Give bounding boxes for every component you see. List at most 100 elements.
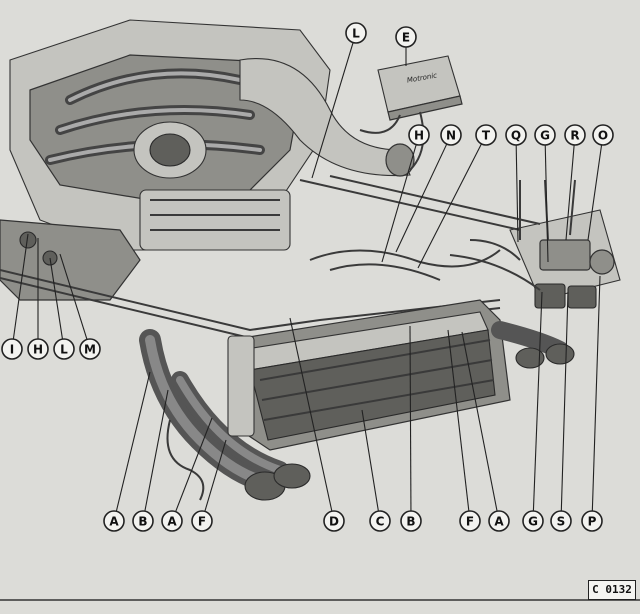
callout-circle-top-L <box>345 22 367 44</box>
leader-line-bot-B2 <box>409 325 412 512</box>
callout-left-I: I <box>1 338 23 360</box>
callout-letter-bot-B1: B <box>138 515 147 529</box>
leader-line-left-I <box>12 233 29 340</box>
callout-bot-B2: B <box>400 510 422 532</box>
ecu-module <box>359 55 463 171</box>
figure-code: C 0132 <box>588 580 636 600</box>
leader-line-top-L <box>311 42 354 179</box>
callout-circle-top-G <box>534 124 556 146</box>
leader-line-bot-F2 <box>447 329 470 512</box>
leader-line-top-R <box>565 144 575 241</box>
callout-circle-bot-D <box>323 510 345 532</box>
callout-top-E: E <box>395 26 417 48</box>
callout-circle-top-E <box>395 26 417 48</box>
callout-top-L: L <box>345 22 367 44</box>
callout-circle-top-H <box>408 124 430 146</box>
leader-line-bot-A1 <box>115 371 151 512</box>
callout-letter-bot-S: S <box>557 515 566 529</box>
callout-circle-left-M <box>79 338 101 360</box>
callout-circle-bot-S <box>550 510 572 532</box>
callout-top-N: N <box>440 124 462 146</box>
callout-letter-bot-A1: A <box>109 515 119 529</box>
callout-circle-top-O <box>592 124 614 146</box>
air-intake-duct <box>239 58 415 177</box>
engine-block <box>9 19 331 251</box>
callout-top-T: T <box>475 124 497 146</box>
callout-circle-bot-A1 <box>103 510 125 532</box>
callout-letter-left-L: L <box>60 343 68 357</box>
callout-top-G: G <box>534 124 556 146</box>
callout-letter-top-Q1: Q <box>511 129 521 143</box>
callout-letter-left-M: M <box>84 343 96 357</box>
callout-bot-A3: A <box>488 510 510 532</box>
leader-lines <box>12 42 603 512</box>
callout-circle-top-R <box>564 124 586 146</box>
callout-circle-left-H <box>27 338 49 360</box>
callout-letter-left-I: I <box>10 343 14 357</box>
callout-letter-top-R: R <box>570 129 579 143</box>
callout-letter-bot-A3: A <box>494 515 504 529</box>
callout-circle-bot-G <box>522 510 544 532</box>
callout-letter-bot-B2: B <box>406 515 415 529</box>
callout-circle-bot-F1 <box>191 510 213 532</box>
callout-top-Q1: Q <box>505 124 527 146</box>
callout-top-R: R <box>564 124 586 146</box>
catalytic-converter <box>227 299 511 451</box>
callout-circle-bot-B1 <box>132 510 154 532</box>
callout-letter-top-O: O <box>598 129 608 143</box>
callout-circle-bot-C <box>369 510 391 532</box>
leader-line-bot-C <box>361 409 379 512</box>
callout-letter-top-L: L <box>352 27 360 41</box>
callout-letter-bot-C: C <box>376 515 385 529</box>
callout-circle-left-L <box>53 338 75 360</box>
callout-letter-top-H: H <box>414 129 424 143</box>
callout-bot-A2: A <box>161 510 183 532</box>
callout-letter-bot-G: G <box>528 515 538 529</box>
callout-circle-top-T <box>475 124 497 146</box>
leader-line-left-L <box>49 257 64 340</box>
leader-line-top-T <box>417 143 482 269</box>
callout-letter-top-G: G <box>540 129 550 143</box>
callout-bot-F2: F <box>459 510 481 532</box>
callout-top-H: H <box>408 124 430 146</box>
leader-line-bot-A3 <box>461 331 498 512</box>
exhaust-pipes-right <box>491 321 575 369</box>
callout-top-O: O <box>592 124 614 146</box>
sensor-cluster-right <box>299 175 621 309</box>
callout-bot-C: C <box>369 510 391 532</box>
leader-line-bot-S <box>560 291 569 512</box>
callout-circle-bot-F2 <box>459 510 481 532</box>
leader-line-bot-F1 <box>204 439 227 512</box>
callout-left-L: L <box>53 338 75 360</box>
leader-line-top-G <box>544 144 549 263</box>
callout-circle-bot-A2 <box>161 510 183 532</box>
callout-bot-D: D <box>323 510 345 532</box>
leader-line-bot-P <box>591 275 601 512</box>
callout-bot-A1: A <box>103 510 125 532</box>
leader-line-bot-A2 <box>175 417 213 512</box>
callout-circle-top-N <box>440 124 462 146</box>
callout-bot-S: S <box>550 510 572 532</box>
callout-bot-F1: F <box>191 510 213 532</box>
callout-letter-bot-F1: F <box>198 515 206 529</box>
leader-line-bot-B1 <box>144 389 169 512</box>
callout-left-H: H <box>27 338 49 360</box>
leader-line-bot-G <box>532 291 543 512</box>
leader-line-top-N <box>395 143 448 253</box>
leader-line-top-H <box>381 144 417 263</box>
callout-bot-P: P <box>581 510 603 532</box>
callout-circle-bot-A3 <box>488 510 510 532</box>
callout-circle-top-Q1 <box>505 124 527 146</box>
exhaust-pipes-left <box>139 329 311 501</box>
callout-circle-bot-P <box>581 510 603 532</box>
callout-left-M: M <box>79 338 101 360</box>
callout-letter-top-N: N <box>446 129 456 143</box>
callout-letter-bot-D: D <box>329 515 339 529</box>
leader-line-top-O <box>587 144 603 241</box>
leader-line-bot-D <box>289 317 333 512</box>
callout-letter-bot-A2: A <box>167 515 177 529</box>
callout-bot-G: G <box>522 510 544 532</box>
